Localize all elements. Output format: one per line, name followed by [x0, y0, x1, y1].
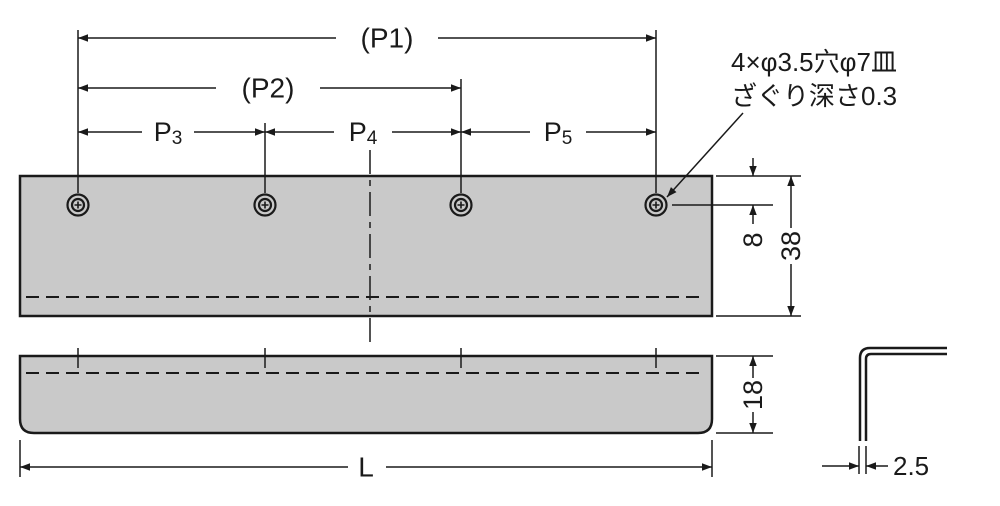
dim-p5: P5 [461, 117, 656, 149]
hole-2-outer-ring [253, 193, 277, 217]
dim-front-height: 38 [776, 176, 806, 316]
hole-1-inner-ring [70, 197, 86, 213]
hole-3-inner-ring [453, 197, 469, 213]
dim-overall-length: L [20, 452, 712, 483]
hole-4-outer-ring [644, 193, 668, 217]
dim-p4-base: P [349, 117, 367, 147]
dim-edge-to-hole: 8 [738, 158, 768, 248]
dim-p3-label: P3 [154, 117, 183, 149]
dim-p3-subscript: 3 [172, 128, 183, 149]
dim-p3: P3 [78, 117, 265, 149]
hole-4-center-cross [652, 201, 660, 209]
dim-p4: P4 [265, 117, 461, 149]
section-profile [858, 346, 947, 441]
hole-note-line-1: 4×φ3.5穴φ7皿 [731, 47, 897, 77]
hole-note-line-2: ざぐり深さ0.3 [731, 81, 897, 111]
dim-thickness: 2.5 [822, 451, 929, 481]
dim-p2-label: (P2) [242, 73, 295, 104]
hole-3 [449, 193, 473, 217]
hole-3-center-cross [457, 201, 465, 209]
hole-1-center-cross [74, 201, 82, 209]
dim-p2: (P2) [78, 73, 461, 104]
dim-p1: (P1) [78, 23, 656, 54]
dim-p1-label: (P1) [361, 23, 414, 54]
front-view [18, 150, 714, 348]
hole-note-leader-line [666, 112, 744, 198]
hole-3-outer-ring [449, 193, 473, 217]
hole-2-center-cross [261, 201, 269, 209]
bottom-view-face [18, 354, 714, 435]
dim-p5-subscript: 5 [562, 128, 573, 149]
dim-p4-label: P4 [349, 117, 378, 149]
dim-side-height: 18 [738, 356, 768, 433]
bottom-view [18, 348, 714, 435]
dim-p5-base: P [544, 117, 562, 147]
hole-1 [66, 193, 90, 217]
dim-p3-base: P [154, 117, 172, 147]
hole-2 [253, 193, 277, 217]
hole-2-inner-ring [257, 197, 273, 213]
dim-38-label: 38 [776, 231, 806, 261]
front-view-face [18, 174, 714, 318]
dim-p4-subscript: 4 [367, 128, 378, 149]
hole-1-outer-ring [66, 193, 90, 217]
hole-note: 4×φ3.5穴φ7皿 ざぐり深さ0.3 [666, 47, 897, 198]
dim-8-label: 8 [738, 232, 768, 247]
hole-4-inner-ring [648, 197, 664, 213]
dim-18-label: 18 [738, 380, 768, 410]
section-profile-inner-line [864, 352, 947, 441]
bottom-view-hole-ticks [77, 348, 657, 368]
section-profile-outer-line [858, 346, 947, 441]
hole-4 [644, 193, 668, 217]
dim-L-label: L [358, 452, 374, 483]
dim-p5-label: P5 [544, 117, 573, 149]
dim-2-5-label: 2.5 [893, 451, 929, 481]
